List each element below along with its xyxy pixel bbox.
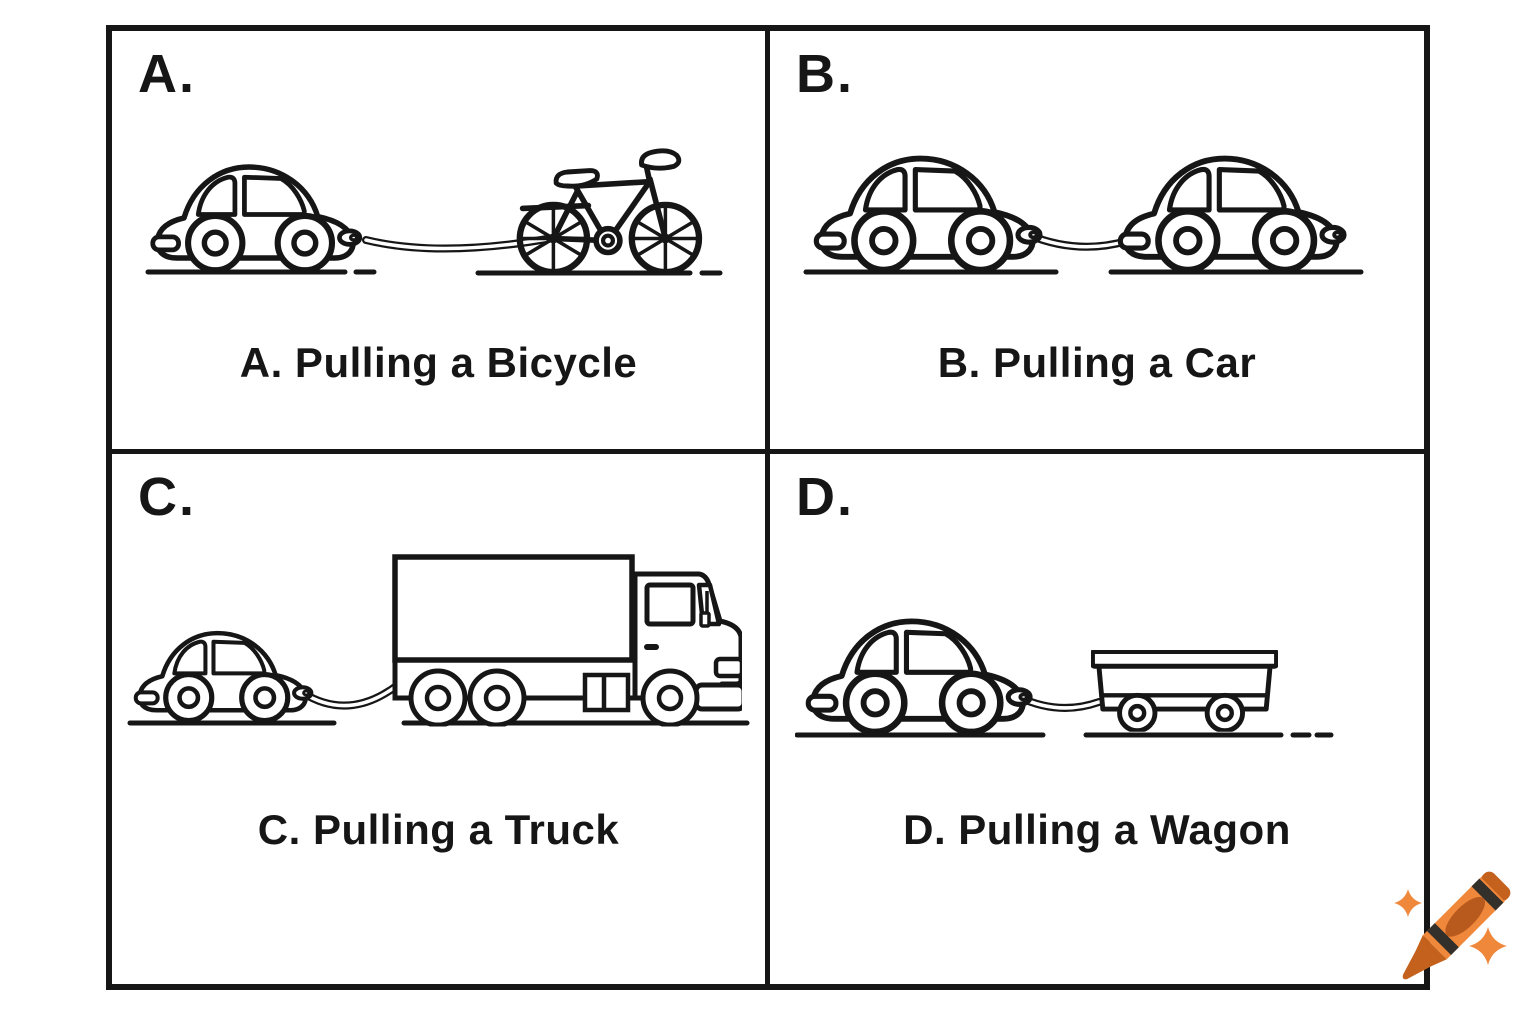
illustration-car-pulling-bicycle [130, 126, 740, 296]
car-illustration [136, 633, 312, 721]
illustration-car-pulling-wagon [794, 594, 1405, 764]
crayon-logo [1378, 858, 1528, 1003]
panel-c: C. C. Pulling a Truck [112, 454, 770, 984]
sparkle-icon [1394, 889, 1422, 917]
car-illustration [808, 621, 1030, 732]
sparkle-icon [1469, 927, 1507, 965]
truck-illustration [395, 557, 744, 725]
grid-frame: A. A. Pulling a Bicycle B. [106, 25, 1430, 990]
car-illustration [816, 159, 1040, 270]
bicycle-illustration [520, 151, 699, 272]
car-illustration [153, 167, 360, 270]
panel-d: D. D. Pulling a Wagon [770, 454, 1424, 984]
panel-b-letter: B. [796, 44, 854, 104]
crayon-icon [1402, 871, 1511, 980]
panel-a-caption: A. Pulling a Bicycle [239, 339, 638, 386]
panel-d-caption: D. Pulling a Wagon [903, 806, 1291, 853]
panel-b-caption: B. Pulling a Car [937, 339, 1257, 386]
panel-d-letter: D. [796, 467, 854, 527]
towed-car-illustration [1120, 159, 1344, 270]
panel-c-caption: C. Pulling a Truck [257, 806, 620, 853]
panel-a: A. A. Pulling a Bicycle [112, 31, 770, 454]
wagon-illustration [1092, 651, 1276, 730]
panel-b: B. B. Pulling a Car [770, 31, 1424, 454]
panel-c-letter: C. [138, 467, 196, 527]
illustration-car-pulling-car [795, 131, 1395, 291]
panel-a-letter: A. [138, 44, 196, 104]
illustration-car-pulling-truck [122, 524, 752, 739]
